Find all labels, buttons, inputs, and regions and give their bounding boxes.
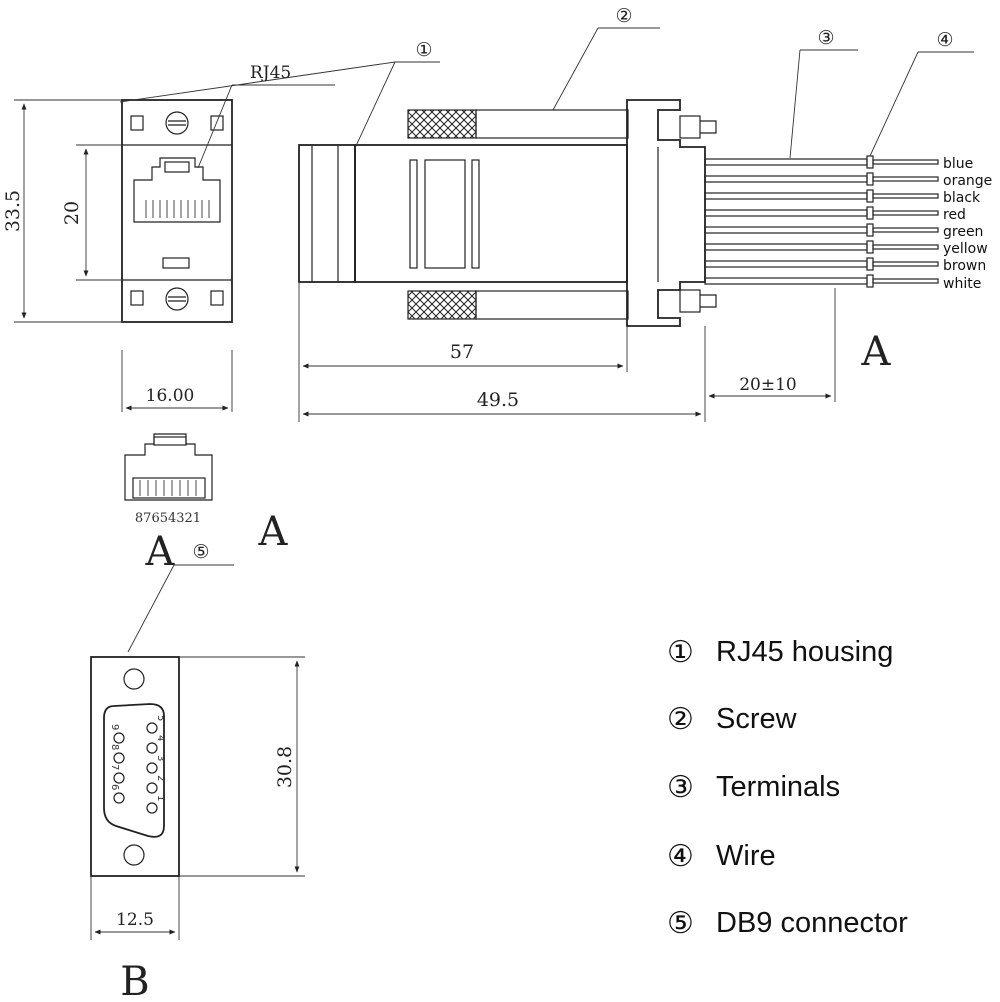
wire-color-labels: blue orange black red green yellow brown… <box>943 156 992 292</box>
wire-label-blue: blue <box>943 156 973 172</box>
legend-text-2: Screw <box>716 703 798 735</box>
legend-num-1: ① <box>667 635 694 670</box>
db9-view: 5 4 3 2 1 9 8 7 6 30.8 12.5 B <box>90 656 305 1002</box>
legend-text-5: DB9 connector <box>716 907 908 939</box>
legend-item-screw: ② Screw <box>667 702 798 737</box>
legend-item-wire: ④ Wire <box>667 839 776 874</box>
db9-pin-1: 1 <box>155 795 166 801</box>
screw-bottom-icon <box>407 290 629 320</box>
callout-3: ③ <box>817 27 834 49</box>
db9-shell-icon <box>103 703 165 838</box>
legend-text-3: Terminals <box>716 771 840 803</box>
legend-item-terminals: ③ Terminals <box>667 770 840 805</box>
legend-num-2: ② <box>667 702 694 737</box>
db9-pin-8: 8 <box>109 744 120 750</box>
db9-pin-numbers: 5 4 3 2 1 9 8 7 6 <box>109 715 166 801</box>
wire-bundle <box>704 155 939 288</box>
wire-label-brown: brown <box>943 258 986 274</box>
legend-num-3: ③ <box>667 770 694 805</box>
screw-top-icon <box>407 109 629 139</box>
bottom-screw-icon <box>165 287 189 311</box>
view-label-b: B <box>120 959 149 1002</box>
legend-num-4: ④ <box>667 839 694 874</box>
dim-front-height: 33.5 <box>2 190 24 232</box>
wire-label-red: red <box>943 207 966 223</box>
db9-flange <box>90 656 180 877</box>
view-label-a-mid: A <box>258 509 289 555</box>
legend: ① RJ45 housing ② Screw ③ Terminals ④ Wir… <box>667 635 908 941</box>
db9-pin-9: 9 <box>109 724 120 730</box>
wire-label-black: black <box>943 190 981 206</box>
db9-pin-4: 4 <box>155 735 166 741</box>
wire-label-white: white <box>943 276 981 292</box>
wire-label-orange: orange <box>943 173 992 189</box>
wire-label-yellow: yellow <box>943 241 988 257</box>
rj45-jack-icon <box>133 157 221 223</box>
dim-front-width: 16.00 <box>146 386 195 406</box>
rj45-plug-view: 87654321 A A <box>124 433 289 575</box>
db9-pin-5: 5 <box>155 715 166 721</box>
legend-item-rj45-housing: ① RJ45 housing <box>667 635 893 670</box>
callout-5: ⑤ <box>192 541 209 563</box>
dim-length-57: 57 <box>450 341 474 363</box>
dim-length-495: 49.5 <box>477 389 519 411</box>
front-body <box>121 99 233 323</box>
db9-mount-hole-bottom <box>123 844 145 866</box>
db9-pin-2: 2 <box>155 775 166 781</box>
rj45-label: RJ45 <box>250 63 291 83</box>
pin-numbers: 87654321 <box>135 511 201 526</box>
db9-pin-7: 7 <box>109 764 120 770</box>
legend-num-5: ⑤ <box>667 906 694 941</box>
callout-1: ① <box>415 39 432 61</box>
front-view: 33.5 20 16.00 RJ45 <box>2 61 396 412</box>
dim-db9-height: 30.8 <box>274 746 296 788</box>
top-screw-icon <box>165 111 189 135</box>
db9-mount-hole-top <box>123 668 145 690</box>
callout-4: ④ <box>936 29 953 51</box>
side-view: blue orange black red green yellow brown… <box>298 99 992 422</box>
db9-pin-3: 3 <box>155 755 166 761</box>
wire-label-green: green <box>943 224 983 240</box>
dim-db9-width: 12.5 <box>116 910 154 930</box>
legend-text-1: RJ45 housing <box>716 636 893 668</box>
callout-leaders: ① ② ③ ④ ⑤ <box>127 5 974 653</box>
dim-wire-length: 20±10 <box>739 375 797 395</box>
view-label-a-bottom: A <box>145 529 176 575</box>
callout-2: ② <box>615 5 632 27</box>
legend-text-4: Wire <box>716 840 776 872</box>
view-label-a-side: A <box>861 329 892 375</box>
legend-item-db9-connector: ⑤ DB9 connector <box>667 906 908 941</box>
dim-jack-height: 20 <box>61 201 83 225</box>
db9-pin-6: 6 <box>109 784 120 790</box>
